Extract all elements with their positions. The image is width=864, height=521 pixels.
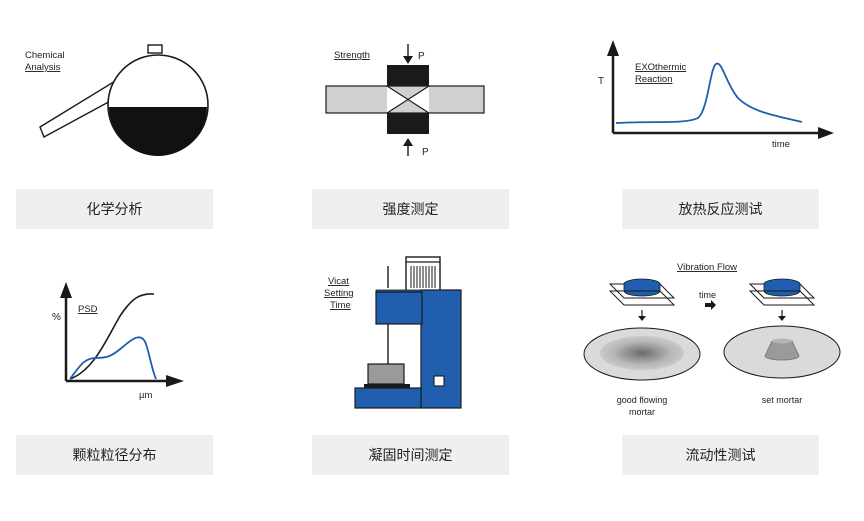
- psd-y-axis-label: %: [52, 312, 61, 323]
- vicat-annotation-line3: Time: [330, 300, 351, 311]
- strength-illustration: Strength P P: [325, 44, 485, 158]
- good-flowing-label-line1: good flowing: [617, 395, 668, 405]
- panel-strength: Strength P P 强度测定: [288, 0, 576, 240]
- vicat-mold: [367, 363, 405, 385]
- panel-vicat: Vicat Setting Time 凝固时间测定: [288, 240, 576, 521]
- force-arrow-up-icon: [403, 138, 413, 146]
- force-label-top: P: [418, 51, 425, 62]
- caption-vicat: 凝固时间测定: [312, 435, 509, 475]
- chemical-analysis-annotation-line2: Analysis: [25, 62, 61, 73]
- flow-time-label: time: [699, 290, 716, 300]
- psd-cumulative-curve: [69, 293, 155, 380]
- flask-liquid: [109, 107, 207, 156]
- psd-annotation: PSD: [78, 304, 98, 315]
- y-axis-arrow-icon: [607, 40, 619, 56]
- psd-distribution-curve: [69, 336, 157, 380]
- panel-chemical-analysis: Chemical Analysis 化学分析: [0, 0, 288, 240]
- exothermic-y-axis-label: T: [598, 76, 604, 87]
- x-axis-arrow-icon: [818, 127, 834, 139]
- vicat-head: [375, 291, 423, 325]
- caption-strength: 强度测定: [312, 189, 509, 229]
- vicat-base: [354, 387, 422, 409]
- exothermic-annotation-line2: Reaction: [635, 74, 673, 85]
- good-flowing-label-line2: mortar: [629, 407, 655, 417]
- exotherm-curve: [615, 62, 803, 124]
- panel-vibration-flow: Vibration Flow time good flowing mortar …: [576, 240, 864, 521]
- psd-x-axis-label: µm: [139, 390, 152, 401]
- panel-psd: PSD % µm 颗粒粒径分布: [0, 240, 288, 521]
- spread-mortar: [600, 336, 684, 370]
- force-label-bottom: P: [422, 147, 429, 158]
- bottom-platen: [387, 113, 429, 134]
- set-mortar-cone: [764, 340, 800, 361]
- vicat-annotation-line1: Vicat: [328, 276, 349, 287]
- time-arrow-icon: [711, 300, 716, 310]
- set-mortar-label: set mortar: [762, 395, 803, 405]
- flask-illustration: Chemical Analysis: [25, 44, 209, 156]
- exothermic-annotation-line1: EXOthermic: [635, 62, 686, 73]
- strength-annotation: Strength: [334, 50, 370, 61]
- psd-y-axis-arrow-icon: [60, 282, 72, 298]
- exothermic-x-axis-label: time: [772, 139, 790, 150]
- left-down-arrow-icon: [638, 316, 646, 321]
- exothermic-illustration: EXOthermic Reaction T time: [598, 40, 834, 150]
- vicat-column: [420, 289, 462, 409]
- fracture-zone: [387, 86, 408, 113]
- flask-stopper: [147, 44, 163, 54]
- caption-exothermic: 放热反应测试: [622, 189, 819, 229]
- vicat-illustration: Vicat Setting Time: [324, 256, 462, 409]
- vicat-annotation-line2: Setting: [324, 288, 354, 299]
- chemical-analysis-annotation-line1: Chemical: [25, 50, 65, 61]
- caption-vibration-flow: 流动性测试: [622, 435, 819, 475]
- psd-x-axis-arrow-icon: [166, 375, 184, 387]
- panel-exothermic: EXOthermic Reaction T time 放热反应测试: [576, 0, 864, 240]
- vibration-flow-annotation: Vibration Flow: [677, 262, 737, 273]
- caption-psd: 颗粒粒径分布: [16, 435, 213, 475]
- right-down-arrow-icon: [778, 316, 786, 321]
- top-platen: [387, 65, 429, 86]
- vicat-control-button: [433, 375, 445, 387]
- psd-illustration: PSD % µm: [52, 282, 184, 401]
- caption-chemical-analysis: 化学分析: [16, 189, 213, 229]
- force-arrow-down-icon: [403, 56, 413, 64]
- vibration-flow-illustration: Vibration Flow time good flowing mortar …: [583, 262, 841, 417]
